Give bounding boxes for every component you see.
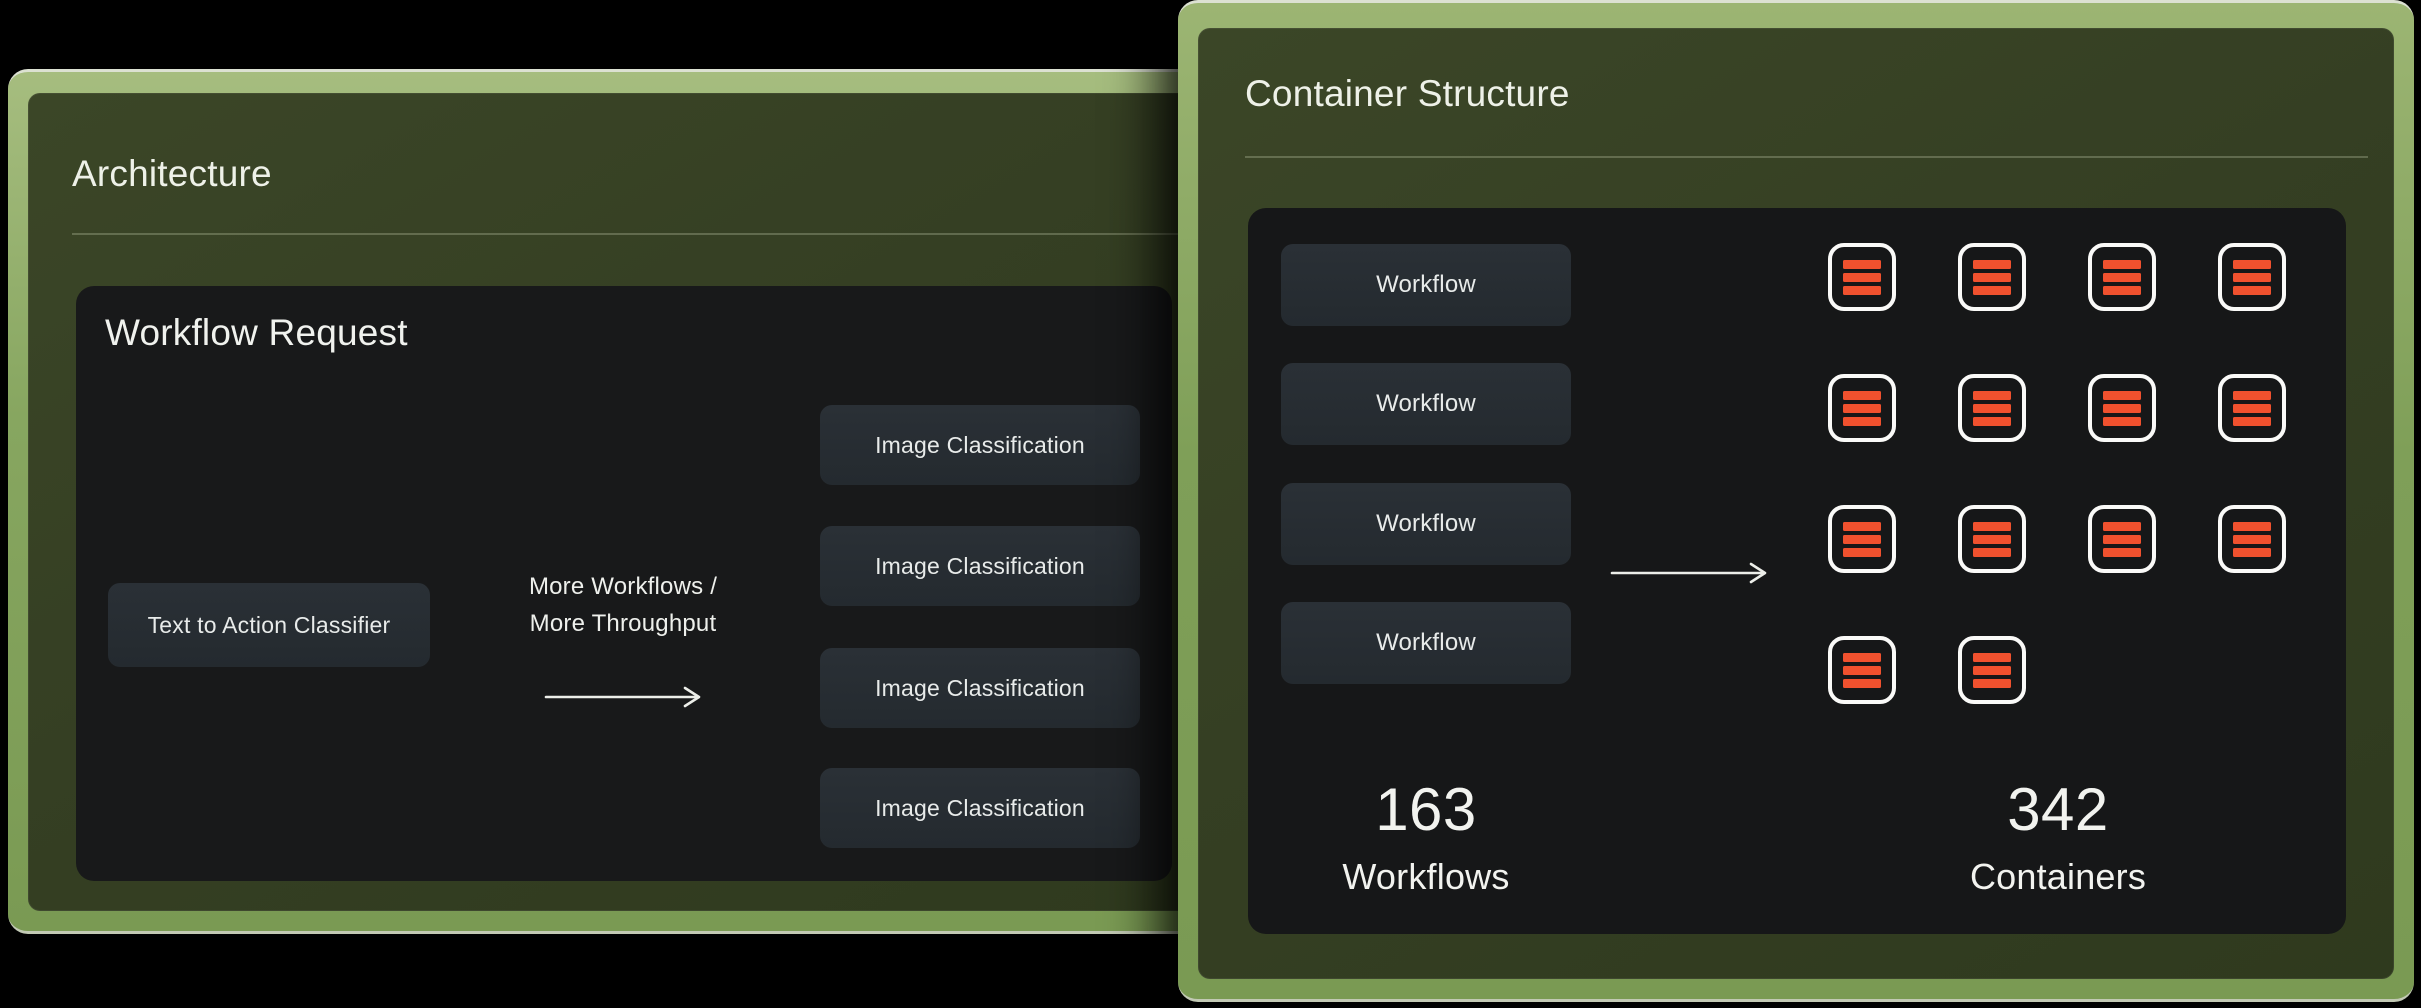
container-icon [1828,243,1896,311]
architecture-title: Architecture [72,153,272,194]
scale-note-line1: More Workflows / [528,573,718,600]
container-grid [1828,243,2286,704]
containers-stat: 342 Containers [1903,778,2213,897]
workflow-node: Workflow [1281,602,1571,684]
workflow-node: Workflow [1281,483,1571,565]
container-structure-card-panel: Container Structure Workflow Workflow Wo… [1198,28,2394,979]
container-icon [2088,243,2156,311]
arrow-right-icon [1610,560,1770,586]
container-icon [1958,636,2026,704]
image-classification-node: Image Classification [820,768,1140,848]
container-icon [1958,505,2026,573]
container-icon [1828,636,1896,704]
architecture-card-panel: Architecture Workflow Request Text to Ac… [28,93,1240,911]
architecture-divider [72,233,1196,235]
container-icon [2088,505,2156,573]
workflow-node: Workflow [1281,244,1571,326]
image-classification-node: Image Classification [820,648,1140,728]
workflow-request-board: Workflow Request Text to Action Classifi… [76,286,1172,881]
arrow-right-icon [544,684,704,710]
workflows-stat: 163 Workflows [1281,778,1571,897]
container-icon [2218,374,2286,442]
architecture-card: Architecture Workflow Request Text to Ac… [8,69,1260,934]
container-icon [2088,374,2156,442]
container-structure-title: Container Structure [1245,73,1570,114]
container-icon [1828,505,1896,573]
container-icon [1958,374,2026,442]
workflows-label: Workflows [1342,856,1510,897]
container-icon [1828,374,1896,442]
container-structure-board: Workflow Workflow Workflow Workflow [1248,208,2346,934]
image-classification-node: Image Classification [820,526,1140,606]
containers-label: Containers [1969,856,2147,897]
classifier-node: Text to Action Classifier [108,583,430,667]
workflows-count: 163 [1375,776,1477,843]
workflow-node: Workflow [1281,363,1571,445]
scale-note-line2: More Throughput [529,610,717,637]
image-classification-node: Image Classification [820,405,1140,485]
container-icon [2218,505,2286,573]
container-structure-divider [1245,156,2368,158]
container-icon [1958,243,2026,311]
containers-count: 342 [2007,776,2109,843]
container-icon [2218,243,2286,311]
scale-note: More Workflows / More Throughput [503,568,743,642]
container-structure-card: Container Structure Workflow Workflow Wo… [1178,0,2414,1002]
workflow-request-title: Workflow Request [105,312,408,353]
